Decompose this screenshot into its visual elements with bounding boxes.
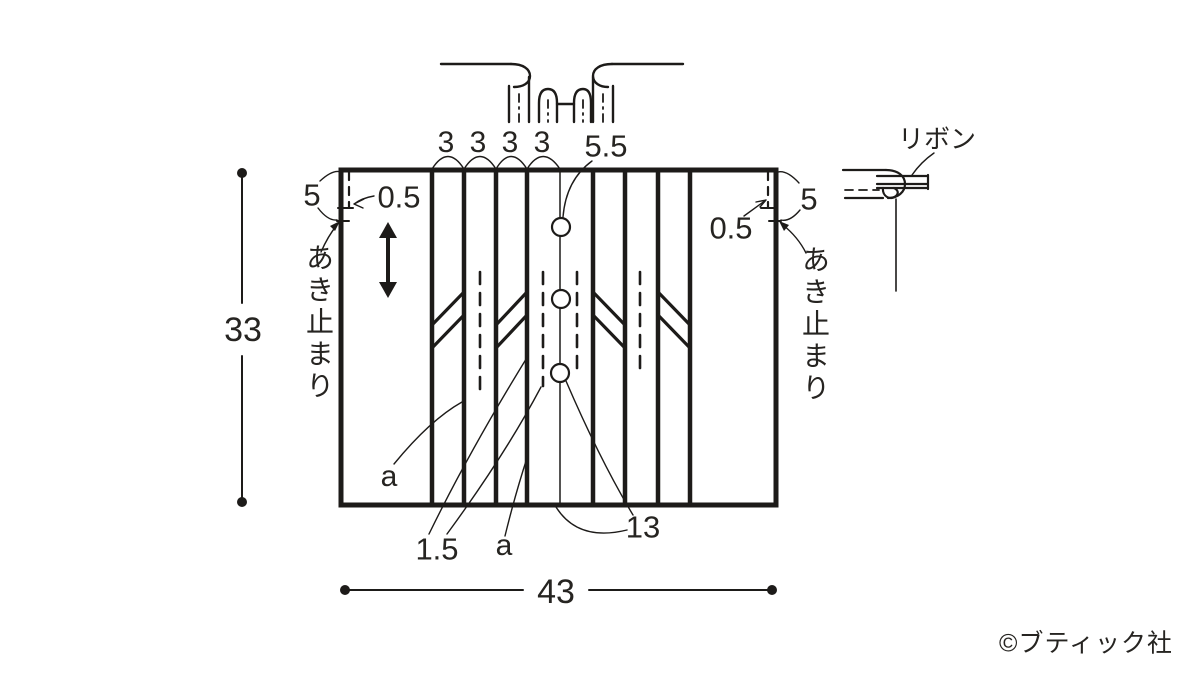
pleat-fold-lines (429, 169, 693, 506)
buttonhole-circles (549, 216, 572, 384)
stitch-dashed-lines (478, 270, 642, 399)
leader-1-5-a (428, 355, 529, 535)
edge-fold-left-label: 0.5 (377, 179, 421, 215)
height-dimension-line (237, 168, 247, 507)
pleat-mark-a-bottom: a (495, 529, 513, 562)
leader-lines (317, 152, 935, 537)
pleat-spacing-label-3: 3 (501, 126, 519, 159)
opening-stop-right-text: あき止まり (799, 245, 830, 405)
pleat-mark-a-left: a (380, 460, 398, 493)
top-to-hole-label: 5.5 (584, 128, 628, 164)
spacing-arcs (431, 155, 561, 170)
edge-fold-dashed-lines (347, 170, 770, 209)
leader-5-5 (562, 160, 593, 218)
edge-tick-marks (336, 207, 782, 222)
leader-0-5-right (743, 199, 767, 217)
leader-a-bottom (504, 457, 528, 537)
leader-ribbon (911, 152, 935, 176)
width-dimension-line (340, 585, 777, 595)
leader-13-bottom (555, 506, 628, 534)
hole-to-bottom-label: 13 (625, 509, 661, 545)
opening-right-label: 5 (800, 181, 818, 217)
pleat-spacing-label-1: 3 (437, 126, 455, 159)
stitch-offset-label: 1.5 (415, 531, 459, 567)
height-dimension-label: 33 (224, 311, 262, 349)
arrowhead-opening-left (330, 221, 340, 231)
arrowhead-opening-right (779, 221, 789, 231)
leader-a-left (393, 401, 463, 465)
pattern-outline (338, 167, 779, 508)
pleat-spacing-label-4: 3 (533, 126, 551, 159)
copyright-text: ©ブティック社 (999, 629, 1173, 658)
leader-0-5-left (353, 195, 375, 209)
bracket-5-right (777, 171, 801, 221)
leader-1-5-b (446, 386, 542, 535)
opening-left-label: 5 (303, 177, 321, 213)
leader-13-hole (565, 380, 634, 516)
ribbon-label: リボン (897, 124, 977, 154)
opening-stop-left-text: あき止まり (303, 243, 334, 403)
pleat-direction-marks (430, 290, 692, 350)
width-dimension-label: 43 (537, 573, 575, 611)
pleat-cross-section-illustration (439, 62, 685, 124)
grainline-arrow-icon (379, 222, 397, 298)
pleat-spacing-label-2: 3 (469, 126, 487, 159)
edge-fold-right-label: 0.5 (709, 210, 753, 246)
ribbon-casing-illustration (841, 168, 930, 292)
bracket-5-left (317, 170, 342, 221)
